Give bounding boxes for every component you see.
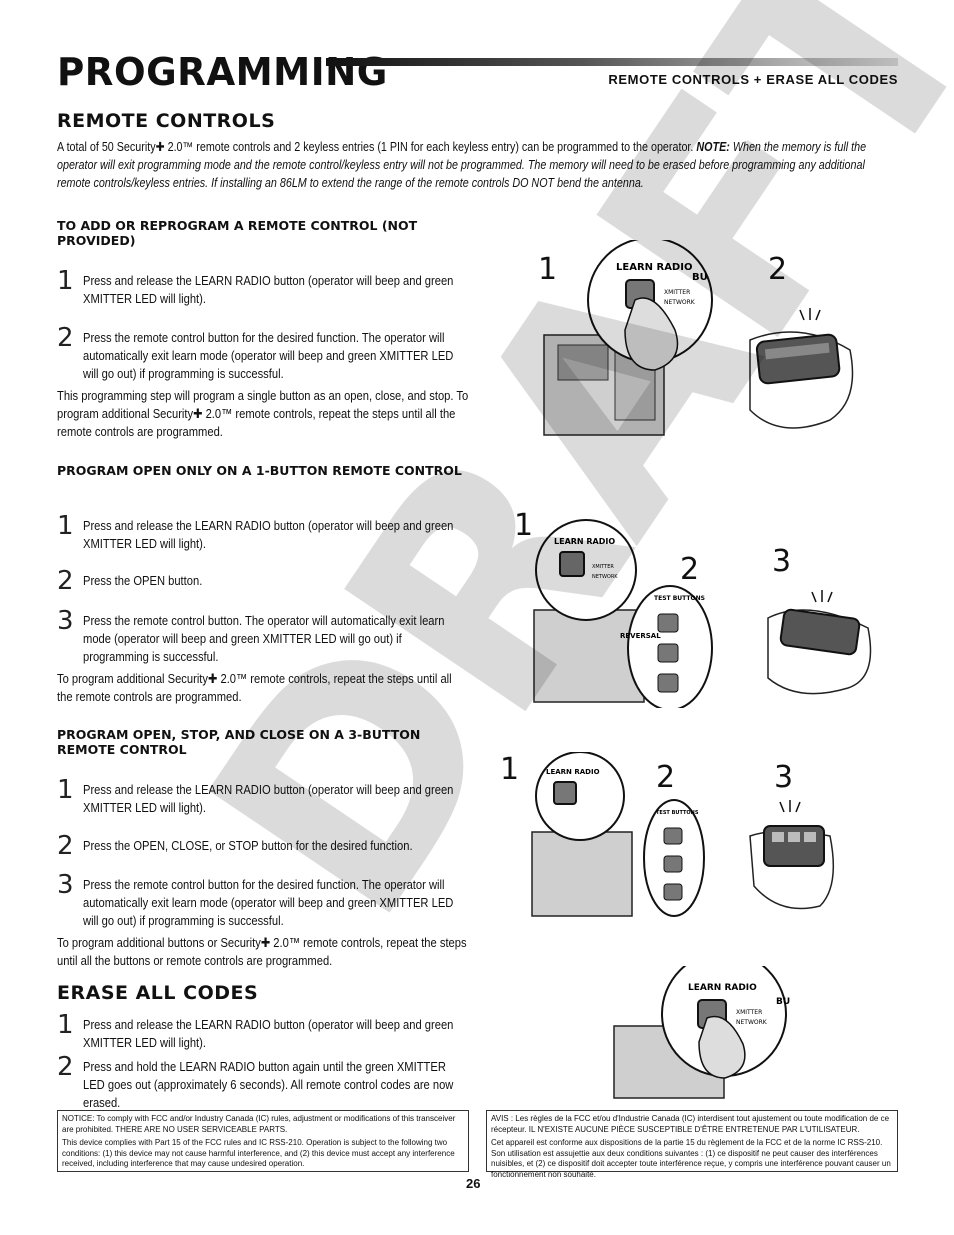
open-only-step-3: 3 Press the remote control button. The o… — [57, 608, 527, 666]
step-number: 1 — [57, 775, 74, 805]
figure-1-step-1: 1 — [538, 252, 558, 287]
step-number: 2 — [57, 323, 74, 353]
erase-step-2: 2 Press and hold the LEARN RADIO button … — [57, 1054, 527, 1112]
notice-french: AVIS : Les règles de la FCC et/ou d'Indu… — [486, 1110, 898, 1179]
step-number: 1 — [57, 266, 74, 296]
xmitter-label: XMITTER — [592, 564, 614, 570]
notice-en-2: This device complies with Part 15 of the… — [62, 1138, 455, 1168]
reversal-label: REVERSAL — [620, 632, 661, 640]
open-only-heading: PROGRAM OPEN ONLY ON A 1-BUTTON REMOTE C… — [57, 463, 462, 478]
step-text: Press and release the LEARN RADIO button… — [83, 273, 454, 306]
header-rule — [326, 58, 898, 66]
section-title: REMOTE CONTROLS + ERASE ALL CODES — [608, 72, 898, 87]
intro-text-a: A total of 50 Security✚ 2.0™ remote cont… — [57, 140, 697, 154]
notice-fr-2: Cet appareil est conforme aux dispositio… — [491, 1138, 891, 1179]
intro-note-label: NOTE: — [696, 140, 730, 154]
step-text: Press and release the LEARN RADIO button… — [83, 1017, 454, 1050]
step-text: Press and release the LEARN RADIO button… — [83, 782, 454, 815]
step-text: Press the remote control button. The ope… — [83, 613, 445, 664]
intro-text-b: When the memory is full the operator wil… — [57, 140, 867, 190]
add-step-1: 1 Press and release the LEARN RADIO butt… — [57, 268, 527, 308]
learn-radio-label: LEARN RADIO — [546, 768, 600, 776]
figure-3-remote-hand — [749, 800, 835, 910]
figure-1-step-2: 2 — [768, 252, 788, 287]
figure-1-logic-board: LEARN RADIO BU XMITTER NETWORK — [543, 240, 713, 436]
step-number: 1 — [57, 511, 74, 541]
erase-heading: ERASE ALL CODES — [57, 982, 259, 1004]
step-text: Press the OPEN button. — [83, 573, 203, 588]
remote-controls-heading: REMOTE CONTROLS — [57, 110, 276, 132]
open-only-step-1: 1 Press and release the LEARN RADIO butt… — [57, 513, 527, 553]
figure-3-step-1: 1 — [500, 752, 520, 787]
erase-step-1: 1 Press and release the LEARN RADIO butt… — [57, 1012, 527, 1052]
xmitter-label: XMITTER — [664, 289, 690, 296]
xmitter-label: XMITTER — [736, 1009, 762, 1016]
network-label: NETWORK — [592, 574, 618, 580]
three-button-note: To program additional buttons or Securit… — [57, 935, 467, 968]
figure-1-remote-hand — [749, 308, 854, 429]
add-remote-heading: TO ADD OR REPROGRAM A REMOTE CONTROL (NO… — [57, 218, 418, 248]
step-number: 2 — [57, 566, 74, 596]
step-number: 2 — [57, 1052, 74, 1082]
open-only-step-2: 2 Press the OPEN button. — [57, 568, 527, 594]
step-number: 2 — [57, 831, 74, 861]
test-buttons-label: TEST BUTTONS — [656, 810, 699, 816]
test-buttons-label: TEST BUTTONS — [654, 595, 705, 602]
figure-2-remote-hand — [767, 590, 872, 695]
notice-fr-1: AVIS : Les règles de la FCC et/ou d'Indu… — [491, 1114, 890, 1134]
figure-2-logic-board: LEARN RADIO XMITTER NETWORK TEST BUTTONS… — [533, 519, 713, 708]
learn-radio-label: LEARN RADIO — [616, 262, 692, 273]
learn-radio-label: LEARN RADIO — [688, 983, 757, 993]
figure-2-step-1: 1 — [514, 508, 534, 543]
three-button-step-1: 1 Press and release the LEARN RADIO butt… — [57, 777, 527, 817]
three-button-step-2: 2 Press the OPEN, CLOSE, or STOP button … — [57, 833, 527, 859]
step-number: 1 — [57, 1010, 74, 1040]
intro-paragraph: A total of 50 Security✚ 2.0™ remote cont… — [57, 138, 900, 192]
notice-english: NOTICE: To comply with FCC and/or Indust… — [57, 1110, 469, 1172]
figure-3-step-2: 2 — [656, 760, 676, 795]
learn-radio-label: LEARN RADIO — [554, 537, 615, 546]
step-number: 3 — [57, 870, 74, 900]
three-button-heading: PROGRAM OPEN, STOP, AND CLOSE ON A 3-BUT… — [57, 727, 421, 757]
add-note: This programming step will program a sin… — [57, 388, 469, 439]
figure-3-step-3: 3 — [774, 760, 794, 795]
three-button-step-3: 3 Press the remote control button for th… — [57, 872, 527, 930]
figure-2-step-2: 2 — [680, 552, 700, 587]
figure-2-step-3: 3 — [772, 544, 792, 579]
step-text: Press the OPEN, CLOSE, or STOP button fo… — [83, 838, 413, 853]
figure-3-logic-board: LEARN RADIO TEST BUTTONS — [531, 752, 705, 917]
page-number: 26 — [466, 1176, 481, 1191]
step-number: 3 — [57, 606, 74, 636]
notice-en-1: NOTICE: To comply with FCC and/or Indust… — [62, 1114, 456, 1134]
figure-4-logic-board: LEARN RADIO BU XMITTER NETWORK — [613, 966, 790, 1099]
step-text: Press the remote control button for the … — [83, 877, 454, 928]
network-label: NETWORK — [664, 299, 696, 306]
step-text: Press the remote control button for the … — [83, 330, 454, 381]
network-label: NETWORK — [736, 1019, 768, 1026]
page-title: PROGRAMMING — [57, 50, 388, 94]
open-only-note: To program additional Security✚ 2.0™ rem… — [57, 671, 452, 704]
step-text: Press and release the LEARN RADIO button… — [83, 518, 454, 551]
add-step-2: 2 Press the remote control button for th… — [57, 325, 527, 383]
bu-label: BU — [776, 997, 790, 1007]
step-text: Press and hold the LEARN RADIO button ag… — [83, 1059, 454, 1110]
bu-label: BU — [692, 272, 708, 283]
